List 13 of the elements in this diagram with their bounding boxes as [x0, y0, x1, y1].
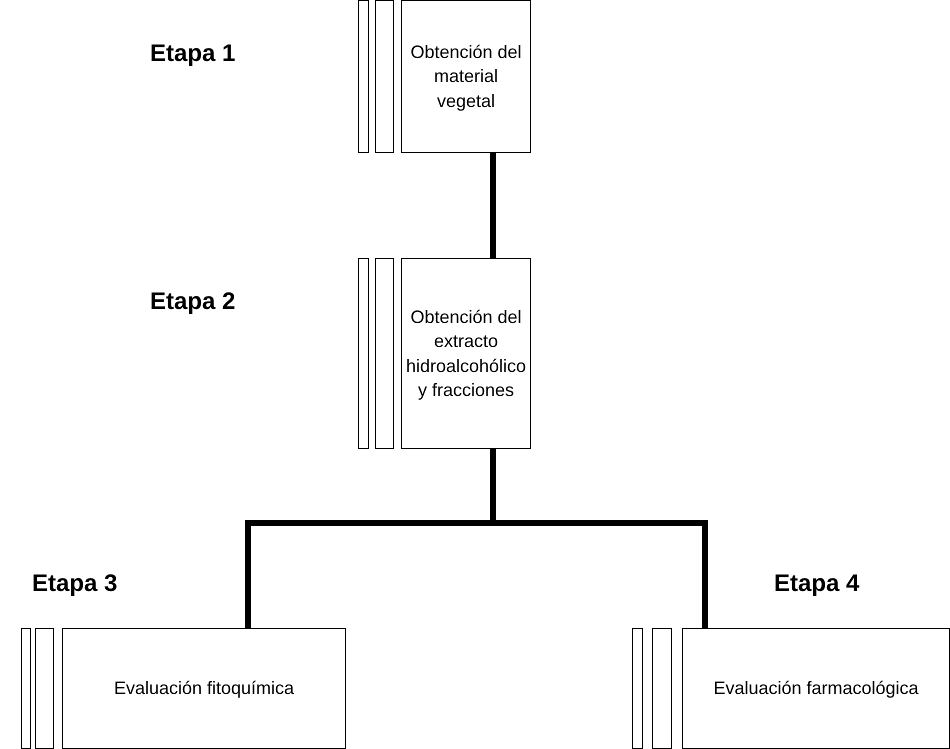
process-box	[682, 628, 950, 749]
stage-label: Etapa 3	[32, 570, 118, 598]
stage-label: Etapa 4	[774, 570, 860, 598]
connector-line	[490, 153, 496, 258]
box-text: Obtención del material vegetal	[409, 41, 523, 113]
process-box	[62, 628, 346, 749]
box-text: Evaluación fitoquímica	[114, 677, 294, 700]
box-text: Obtención del extracto hidroalcohólico y fracciones	[404, 306, 528, 402]
stage-label: Etapa 2	[150, 288, 236, 316]
box-text: Evaluación farmacológica	[713, 677, 919, 700]
process-box	[401, 0, 531, 153]
stage-label: Etapa 1	[150, 40, 236, 68]
process-box	[401, 258, 531, 449]
